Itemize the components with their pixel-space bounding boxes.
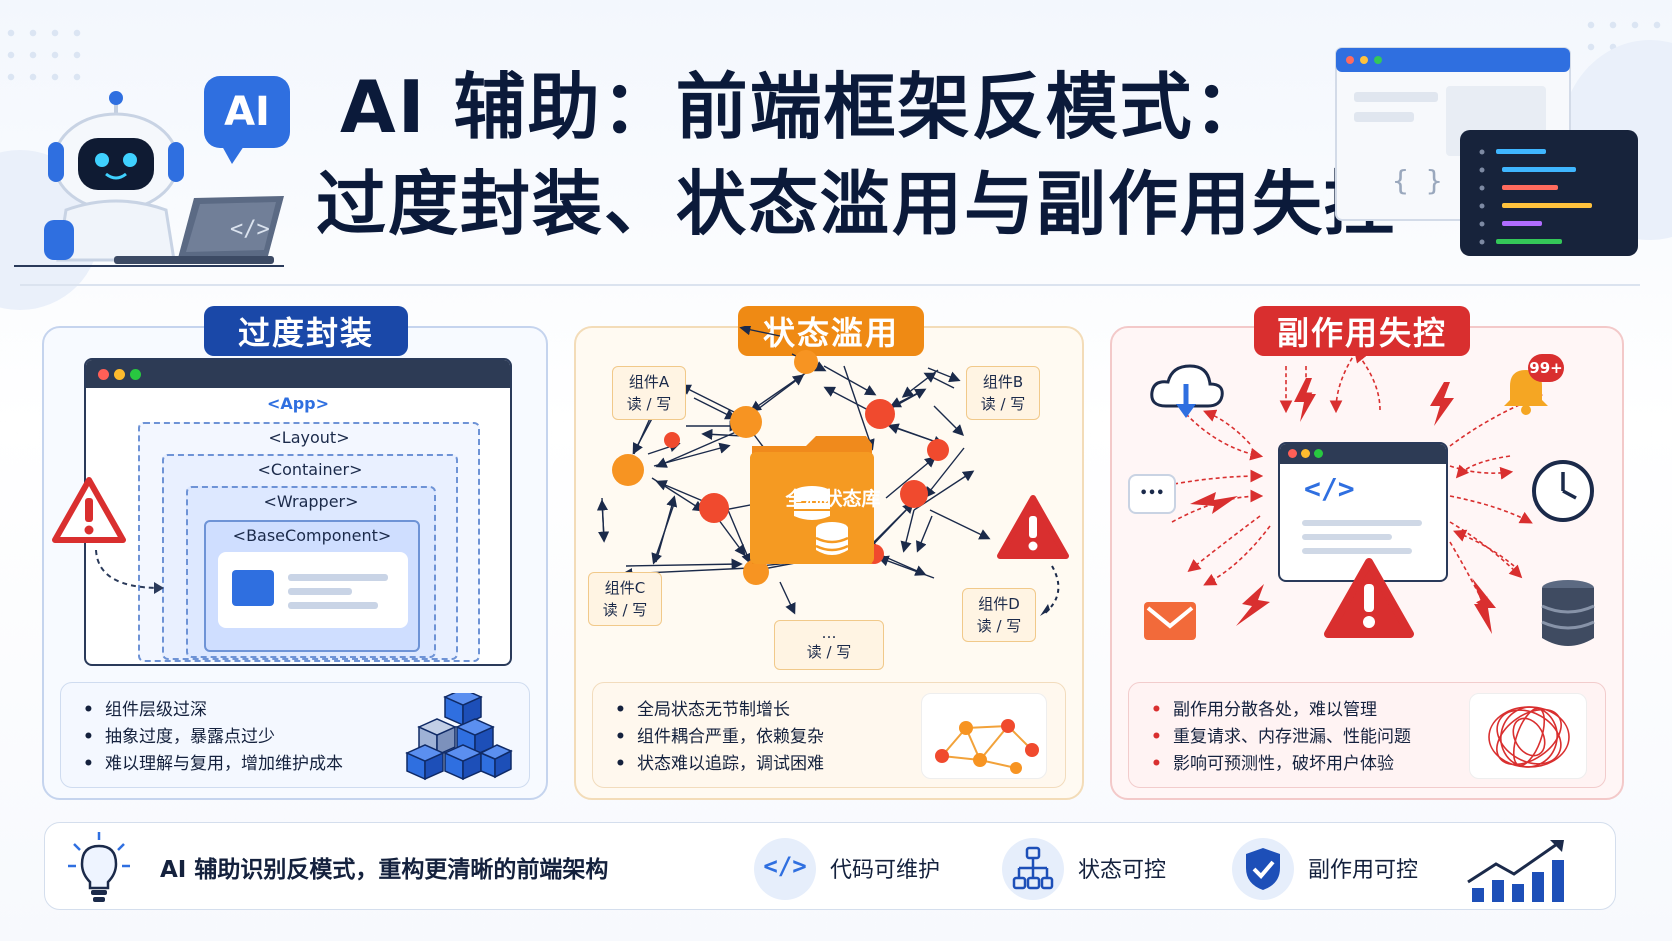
cubes-icon [405, 693, 513, 781]
inner-card [218, 552, 408, 628]
network-graph-icon [935, 719, 1039, 774]
hierarchy-icon [1012, 846, 1054, 890]
window-titlebar [86, 360, 510, 388]
bullet-item: 重复请求、内存泄漏、性能问题 [1151, 724, 1411, 751]
code-symbol: </> [1304, 472, 1355, 505]
panel-title-over-encapsulation: 过度封装 [204, 306, 408, 356]
warning-icon [997, 495, 1069, 559]
bullet-item: 难以理解与复用，增加维护成本 [83, 751, 343, 778]
page-title-line1: AI 辅助：前端框架反模式： [340, 65, 1268, 149]
bullet-item: 影响可预测性，破坏用户体验 [1151, 751, 1411, 778]
code-editor-icon [1460, 130, 1638, 256]
bullet-item: 状态难以追踪，调试困难 [615, 751, 824, 778]
bullet-item: 组件层级过深 [83, 697, 343, 724]
bullets-over-encapsulation: 组件层级过深 抽象过度，暴露点过少 难以理解与复用，增加维护成本 [60, 682, 530, 788]
lightning-icon [1190, 492, 1238, 514]
tag-layout: <Layout> [268, 428, 350, 447]
nest-container: <Container> <Wrapper> <BaseComponent> [162, 454, 458, 660]
network-thumbnail [921, 693, 1047, 779]
svg-text:{ }: { } [1392, 164, 1443, 197]
bullet-item: 组件耦合严重，依赖复杂 [615, 724, 824, 751]
store-db-icon [815, 522, 849, 555]
dashed-arrow-path [1040, 565, 1060, 616]
bullet-item: 副作用分散各处，难以管理 [1151, 697, 1411, 724]
bullets-side-effects: 副作用分散各处，难以管理 重复请求、内存泄漏、性能问题 影响可预测性，破坏用户体… [1128, 682, 1606, 788]
component-window: <App> <Layout> <Container> <Wrapper> <Ba… [84, 358, 512, 666]
lightning-icon [1294, 378, 1316, 422]
clock-icon [1532, 460, 1594, 522]
ai-badge: AI [204, 76, 290, 164]
benefit-icon-circle [754, 838, 816, 900]
code-icon: </> [763, 852, 807, 880]
panel-title-side-effects: 副作用失控 [1254, 306, 1470, 356]
component-more-node: …读 / 写 [774, 620, 884, 670]
side-effects-diagram [1171, 349, 1543, 611]
summary-bar [44, 822, 1616, 910]
global-store-label: 全局状态库 [785, 488, 881, 510]
lightning-icon [1430, 382, 1454, 426]
benefit-state-control: 状态可控 [1078, 858, 1167, 883]
cloud-download-icon [1150, 364, 1224, 418]
dashed-arrow-path [95, 549, 164, 594]
browser-code-illustration: { } [1335, 47, 1638, 256]
tag-app: <App> [266, 394, 330, 413]
summary-headline: AI 辅助识别反模式，重构更清晰的前端架构 [160, 857, 609, 883]
robot-illustration: </> [14, 91, 284, 267]
lightning-icon [1472, 578, 1496, 634]
chat-bubble-icon: ••• [1128, 474, 1176, 514]
laptop-icon: </> [114, 196, 284, 264]
tangled-scribble-icon [1488, 706, 1570, 768]
svg-text:</>: </> [230, 217, 270, 242]
bullet-item: 抽象过度，暴露点过少 [83, 724, 343, 751]
benefit-maintainable: 代码可维护 [830, 858, 941, 883]
tangle-thumbnail [1469, 693, 1587, 779]
database-icon [1541, 580, 1595, 646]
lightbulb-icon [68, 832, 130, 902]
bullets-state-abuse: 全局状态无节制增长 组件耦合严重，依赖复杂 状态难以追踪，调试困难 [592, 682, 1066, 788]
nest-wrapper: <Wrapper> <BaseComponent> [186, 486, 436, 658]
header-divider [20, 284, 1640, 286]
decor-dots-left [0, 22, 90, 92]
tag-basecomponent: <BaseComponent> [232, 526, 392, 545]
warning-icon [52, 477, 126, 543]
notification-badge: 99+ [1528, 354, 1564, 382]
panel-title-state-abuse: 状态滥用 [738, 306, 924, 356]
nest-layout: <Layout> <Container> <Wrapper> <BaseComp… [138, 422, 480, 662]
page-title-line2: 过度封装、状态滥用与副作用失控 [316, 163, 1396, 245]
benefit-side-effect-control: 副作用可控 [1308, 858, 1419, 883]
tag-container: <Container> [257, 460, 363, 479]
growth-chart-icon [1467, 840, 1564, 902]
email-icon [1144, 602, 1196, 640]
shield-check-icon [1246, 848, 1280, 890]
tag-wrapper: <Wrapper> [263, 492, 359, 511]
lightning-icon [1236, 584, 1270, 626]
code-window: </> [1278, 442, 1448, 582]
bullet-item: 全局状态无节制增长 [615, 697, 824, 724]
nest-basecomponent: <BaseComponent> [204, 520, 420, 652]
warning-icon [1324, 558, 1414, 638]
